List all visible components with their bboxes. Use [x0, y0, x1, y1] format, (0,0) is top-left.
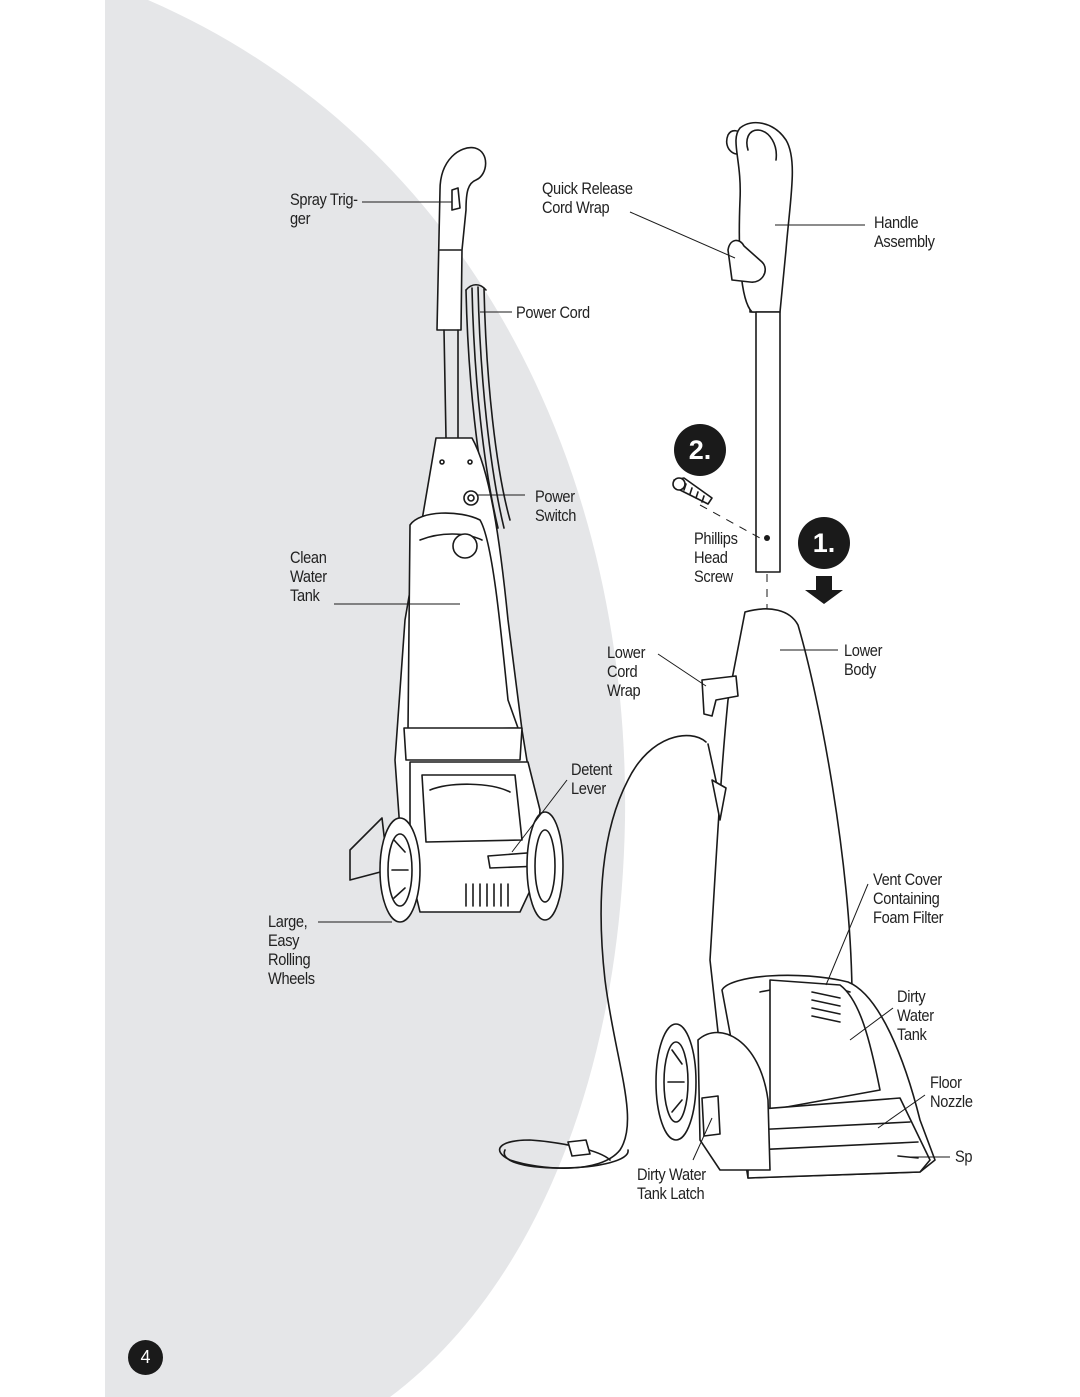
page-number: 4 — [128, 1340, 163, 1375]
label-line: Phillips — [694, 529, 738, 548]
label-line: Cord — [607, 662, 638, 681]
label-line: Nozzle — [930, 1092, 973, 1111]
label-line: Power Cord — [516, 303, 590, 322]
label-detent-lever: Detent Lever — [571, 760, 612, 798]
label-line: Floor — [930, 1073, 962, 1092]
label-line: Easy — [268, 931, 300, 950]
label-spray-trigger: Spray Trig- ger — [290, 190, 358, 228]
label-line: Head — [694, 548, 728, 567]
label-phillips-head-screw: Phillips Head Screw — [694, 529, 738, 586]
label-line: Tank — [897, 1025, 927, 1044]
label-line: Handle — [874, 213, 919, 232]
assembled-cleaner-drawing — [349, 146, 564, 923]
down-arrow-icon — [805, 576, 843, 604]
label-line: Tank Latch — [637, 1184, 705, 1203]
label-line: Quick Release — [542, 179, 633, 198]
label-lower-body: Lower Body — [844, 641, 882, 679]
label-handle-assembly: Handle Assembly — [874, 213, 935, 251]
label-power-switch: Power Switch — [535, 487, 576, 525]
label-line: ger — [290, 209, 311, 228]
label-dirty-water-tank: Dirty Water Tank — [897, 987, 934, 1044]
exploded-cleaner-drawing — [498, 121, 936, 1179]
step-2-badge: 2. — [674, 424, 726, 476]
screw-icon — [672, 477, 713, 505]
background-arc — [105, 0, 626, 1397]
label-lower-cord-wrap: Lower Cord Wrap — [607, 643, 645, 700]
label-line: Large, — [268, 912, 308, 931]
label-line: Assembly — [874, 232, 935, 251]
label-spray-cut: Sp — [955, 1147, 973, 1166]
label-rolling-wheels: Large, Easy Rolling Wheels — [268, 912, 315, 988]
label-line: Lever — [571, 779, 606, 798]
label-line: Switch — [535, 506, 576, 525]
label-line: Dirty Water — [637, 1165, 706, 1184]
label-floor-nozzle: Floor Nozzle — [930, 1073, 973, 1111]
label-line: Water — [290, 567, 327, 586]
label-line: Wrap — [607, 681, 641, 700]
label-line: Foam Filter — [873, 908, 944, 927]
label-line: Lower — [844, 641, 883, 660]
label-line: Wheels — [268, 969, 315, 988]
leader-lines — [318, 201, 950, 1161]
label-line: Detent — [571, 760, 613, 779]
label-power-cord: Power Cord — [516, 303, 590, 322]
label-line: Tank — [290, 586, 320, 605]
label-line: Dirty — [897, 987, 926, 1006]
label-line: Clean — [290, 548, 327, 567]
label-line: Spray Trig- — [290, 190, 358, 209]
label-line: Vent Cover — [873, 870, 942, 889]
label-line: Power — [535, 487, 575, 506]
label-line: Lower — [607, 643, 646, 662]
label-clean-water-tank: Clean Water Tank — [290, 548, 327, 605]
label-dirty-water-tank-latch: Dirty Water Tank Latch — [637, 1165, 706, 1203]
step-1-badge: 1. — [798, 517, 850, 569]
label-line: Screw — [694, 567, 733, 586]
label-line: Water — [897, 1006, 934, 1025]
label-line: Rolling — [268, 950, 311, 969]
label-quick-release-cord-wrap: Quick Release Cord Wrap — [542, 179, 633, 217]
label-line: Sp — [955, 1147, 973, 1166]
label-vent-cover: Vent Cover Containing Foam Filter — [873, 870, 943, 927]
label-line: Cord Wrap — [542, 198, 610, 217]
label-line: Body — [844, 660, 876, 679]
label-line: Containing — [873, 889, 940, 908]
